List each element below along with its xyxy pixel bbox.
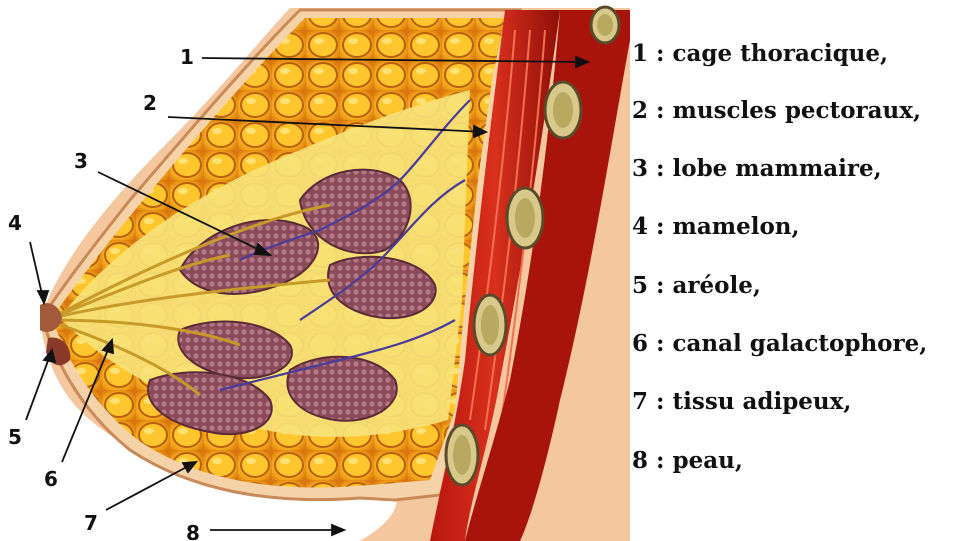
- legend-item-2: 2 : muscles pectoraux,: [632, 97, 921, 124]
- rib: [545, 82, 581, 138]
- callout-2: 2: [143, 91, 157, 115]
- legend-item-6: 6 : canal galactophore,: [632, 330, 927, 357]
- callout-8: 8: [186, 521, 200, 541]
- legend-item-8: 8 : peau,: [632, 447, 743, 474]
- rib: [591, 7, 619, 43]
- callout-3: 3: [74, 149, 88, 173]
- callout-1: 1: [180, 45, 194, 69]
- legend-item-1: 1 : cage thoracique,: [632, 40, 888, 67]
- rib: [446, 425, 478, 485]
- callout-5: 5: [8, 425, 22, 449]
- callout-4: 4: [8, 211, 22, 235]
- rib: [507, 188, 543, 248]
- legend-item-3: 3 : lobe mammaire,: [632, 155, 882, 182]
- legend-item-7: 7 : tissu adipeux,: [632, 388, 851, 415]
- legend-item-4: 4 : mamelon,: [632, 213, 800, 240]
- callout-6: 6: [44, 467, 58, 491]
- callout-7: 7: [84, 511, 98, 535]
- rib: [474, 295, 506, 355]
- legend-item-5: 5 : aréole,: [632, 272, 761, 299]
